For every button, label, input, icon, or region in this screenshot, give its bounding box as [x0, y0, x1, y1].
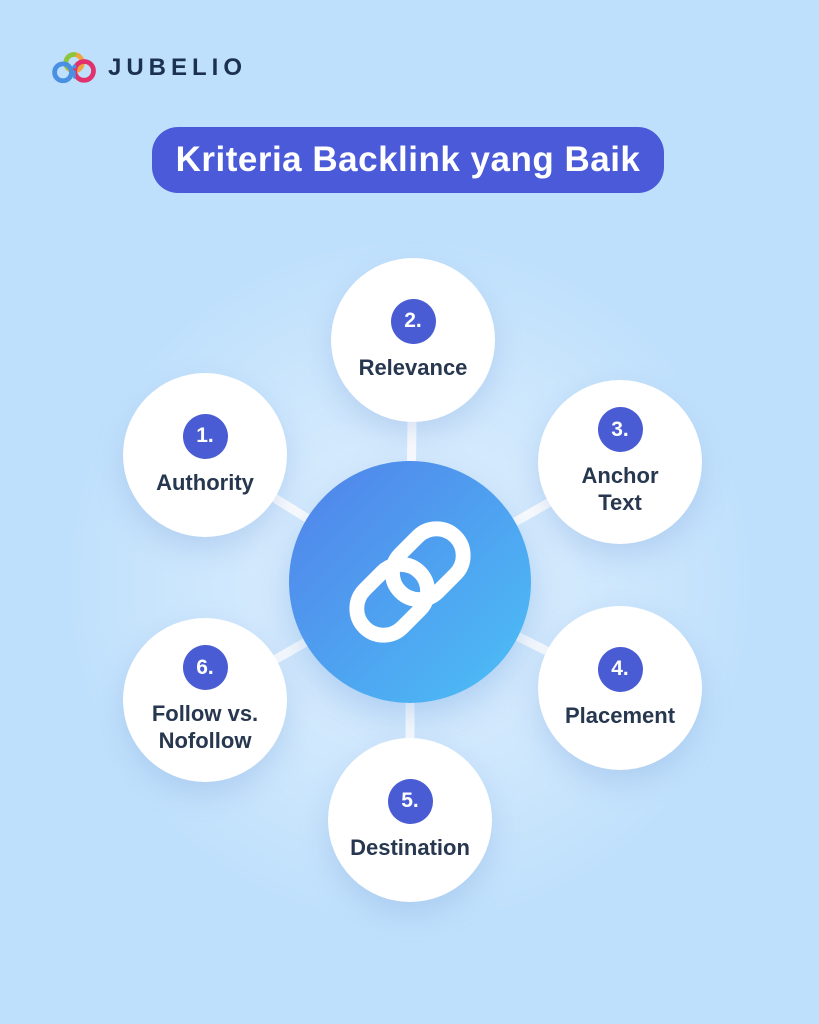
- node-label: Placement: [564, 702, 676, 728]
- node-destination: 5. Destination: [328, 738, 492, 902]
- node-label: Destination: [350, 834, 470, 860]
- number-badge: 6.: [182, 645, 228, 691]
- node-label: Follow vs. Nofollow: [151, 701, 259, 753]
- node-label: Authority: [156, 469, 254, 495]
- brand-name: JUBELIO: [108, 54, 248, 81]
- number-badge: 4.: [597, 646, 643, 692]
- number-badge: 5.: [387, 778, 433, 824]
- node-follow-vs-nofollow: 6. Follow vs. Nofollow: [123, 618, 287, 782]
- number-badge: 3.: [597, 407, 643, 453]
- jubelio-cloud-icon: [52, 48, 98, 88]
- node-label: Relevance: [358, 354, 468, 380]
- node-anchor-text: 3. Anchor Text: [538, 380, 702, 544]
- node-label: Anchor Text: [581, 463, 659, 515]
- number-badge: 1.: [182, 413, 228, 459]
- node-placement: 4. Placement: [538, 606, 702, 770]
- hub-circle: [289, 461, 531, 703]
- title-banner: Kriteria Backlink yang Baik: [152, 127, 664, 193]
- brand-logo: JUBELIO: [52, 48, 247, 88]
- chain-link-icon: [331, 503, 489, 661]
- node-relevance: 2. Relevance: [331, 258, 495, 422]
- page-title: Kriteria Backlink yang Baik: [175, 140, 641, 179]
- number-badge: 2.: [390, 298, 436, 344]
- node-authority: 1. Authority: [123, 373, 287, 537]
